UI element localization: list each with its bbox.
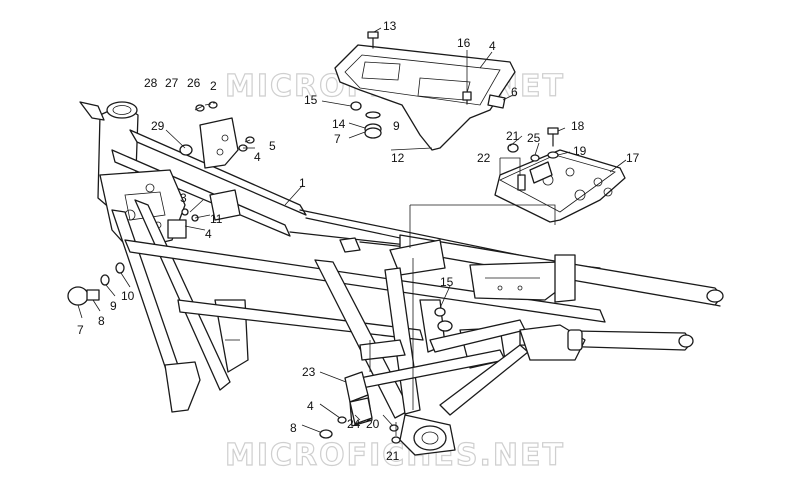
callout-4-frame: 4 — [205, 227, 212, 241]
main-frame — [79, 101, 724, 456]
callout-11: 11 — [210, 212, 223, 226]
callout-22: 22 — [477, 151, 491, 165]
callout-1: 1 — [299, 176, 306, 190]
callout-9-tray: 9 — [393, 119, 400, 133]
clip-6 — [487, 94, 506, 109]
callout-8-lower: 8 — [290, 421, 297, 435]
battery-bracket — [494, 149, 626, 223]
front-bracket — [179, 101, 255, 169]
callout-23: 23 — [302, 365, 316, 379]
callout-26: 26 — [187, 76, 201, 90]
callout-15-tray: 15 — [304, 93, 318, 107]
callout-27: 27 — [165, 76, 179, 90]
bolt-18 — [547, 127, 559, 159]
leader-lines — [77, 27, 627, 436]
callout-15-frame: 15 — [440, 275, 454, 289]
callout-12: 12 — [391, 151, 405, 165]
callout-21-top: 21 — [506, 129, 520, 143]
callout-7-tray: 7 — [334, 132, 341, 146]
bolt-15-center — [434, 307, 453, 332]
tray-mount-hardware — [350, 101, 382, 139]
front-mount-hardware — [67, 262, 125, 306]
callout-28: 28 — [144, 76, 158, 90]
callout-17: 17 — [626, 151, 640, 165]
bolt-13 — [367, 31, 379, 49]
callout-7-front: 7 — [77, 323, 84, 337]
callout-13: 13 — [383, 19, 397, 33]
callout-16: 16 — [457, 36, 471, 50]
callout-2: 2 — [210, 79, 217, 93]
callout-10: 10 — [121, 289, 135, 303]
callout-14: 14 — [332, 117, 346, 131]
callout-9-front: 9 — [110, 299, 117, 313]
lower-bushings — [319, 371, 401, 444]
callout-4-tray: 4 — [489, 39, 496, 53]
callout-24: 24 — [347, 417, 361, 431]
callout-4-bracket: 4 — [254, 150, 261, 164]
nut-21-top — [507, 143, 540, 162]
tool-tray — [334, 44, 516, 151]
callout-19: 19 — [573, 144, 587, 158]
watermark-bottom: MICROFICHES.NET — [225, 438, 565, 473]
callout-18: 18 — [571, 119, 585, 133]
callout-21-bottom: 21 — [386, 449, 400, 463]
callout-5: 5 — [269, 139, 276, 153]
screw-16 — [462, 91, 472, 105]
callout-4-lower: 4 — [307, 399, 314, 413]
callout-3: 3 — [180, 191, 187, 205]
callout-labels: 1 2 3 4 4 4 4 5 6 7 7 8 8 9 9 10 11 12 1… — [77, 19, 640, 463]
callout-20: 20 — [366, 417, 380, 431]
callout-8-front: 8 — [98, 314, 105, 328]
callout-6: 6 — [511, 85, 518, 99]
callout-25: 25 — [527, 131, 541, 145]
callout-29: 29 — [151, 119, 165, 133]
